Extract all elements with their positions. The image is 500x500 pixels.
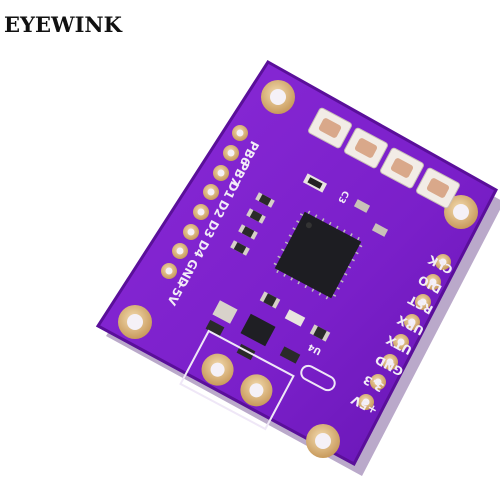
tactile-buttons <box>308 107 460 209</box>
left-header-pads <box>161 125 248 279</box>
mounting-holes <box>118 80 478 458</box>
brand-logo-text: EYEWINK <box>4 12 122 37</box>
main-ic-chip <box>273 210 363 300</box>
smd-components <box>205 173 389 364</box>
right-header-pads <box>358 254 451 410</box>
power-terminal <box>179 329 295 431</box>
u4-footprint <box>300 364 336 392</box>
